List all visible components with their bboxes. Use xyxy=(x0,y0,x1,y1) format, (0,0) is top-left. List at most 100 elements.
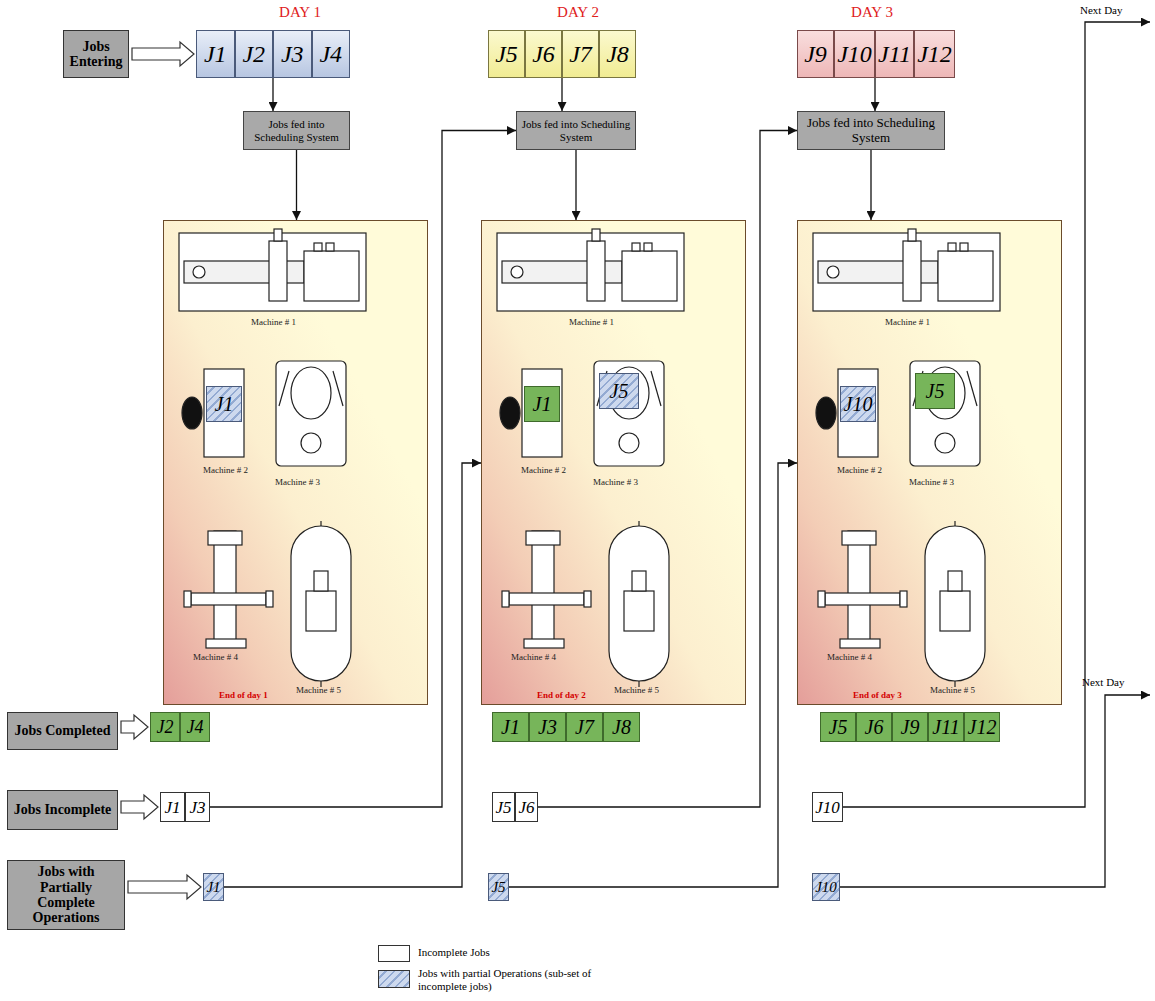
legend-swatch xyxy=(378,970,410,988)
drill-table xyxy=(191,593,266,605)
handwheel xyxy=(500,397,520,429)
flow-arrow xyxy=(870,150,871,220)
lathe-button xyxy=(326,243,334,251)
lathe-chuck xyxy=(827,266,839,278)
drill-column xyxy=(532,531,554,641)
job-label: J5 xyxy=(491,880,505,895)
lathe-body xyxy=(497,233,684,311)
job-cell: J12 xyxy=(914,30,955,78)
machine-window xyxy=(291,367,331,419)
vessel-nozzle xyxy=(320,521,321,526)
machine-dial xyxy=(301,433,321,453)
lathe-button xyxy=(632,243,640,251)
job-label: J4 xyxy=(319,42,342,66)
vessel-block xyxy=(314,571,328,591)
drill-handle xyxy=(502,591,509,607)
factory-floor-panel: End of day 1 J1 xyxy=(163,220,428,705)
machine-arm xyxy=(651,371,661,406)
box-label: Jobs Entering xyxy=(64,39,128,70)
legend-text: Jobs with partial Operations (sub-set of… xyxy=(418,967,603,992)
machine-label: Machine # 2 xyxy=(837,465,882,475)
job-cell: J2 xyxy=(150,712,180,742)
vessel-nozzle xyxy=(638,521,639,526)
job-cell: J12 xyxy=(964,712,1000,742)
lathe-carriage xyxy=(587,241,605,301)
job-cell: J3 xyxy=(529,712,566,742)
drill-base xyxy=(524,639,564,648)
legend-swatch xyxy=(378,945,410,962)
vessel-body xyxy=(291,526,351,681)
vessel-body xyxy=(925,526,985,681)
job-label: J5 xyxy=(829,717,848,737)
box-label: Jobs Incomplete xyxy=(10,802,116,817)
drill-table xyxy=(509,593,584,605)
job-label: J11 xyxy=(932,717,959,737)
legend-text: Incomplete Jobs xyxy=(418,946,603,959)
job-label: J7 xyxy=(569,42,592,66)
flow-arrow xyxy=(874,78,875,111)
job-label: J10 xyxy=(837,42,872,66)
machine-body xyxy=(276,361,346,466)
flow-arrow xyxy=(272,78,273,111)
machine-illustration xyxy=(482,221,747,706)
drill-handle xyxy=(584,591,591,607)
job-cell: J3 xyxy=(185,792,210,822)
scheduler-box: Jobs fed into Scheduling System xyxy=(797,111,945,150)
job-cell: J1 xyxy=(206,386,242,422)
lathe-body xyxy=(813,233,1000,311)
job-cell: J11 xyxy=(875,30,914,78)
flow-arrow xyxy=(575,150,576,220)
machine-arm xyxy=(967,371,977,406)
day-title: DAY 1 xyxy=(279,4,321,21)
job-cell: J1 xyxy=(203,873,224,901)
job-label: J5 xyxy=(495,799,511,816)
hollow-arrow xyxy=(121,795,158,819)
end-of-day-label: End of day 2 xyxy=(537,690,586,700)
job-label: J1 xyxy=(215,394,234,414)
box-label: Jobs fed into Scheduling System xyxy=(798,116,944,146)
drill-handle xyxy=(818,591,825,607)
lathe-carriage xyxy=(269,241,287,301)
job-cell: J3 xyxy=(273,30,312,78)
box-label: Jobs fed into Scheduling System xyxy=(517,118,635,143)
machine-dial xyxy=(935,433,955,453)
lathe-button xyxy=(960,243,968,251)
job-label: J5 xyxy=(610,381,629,401)
job-cell: J4 xyxy=(180,712,210,742)
job-label: J1 xyxy=(204,42,227,66)
drill-column xyxy=(214,531,236,641)
lathe-button xyxy=(644,243,652,251)
job-cell: J5 xyxy=(488,873,509,901)
job-label: J5 xyxy=(926,381,945,401)
job-cell: J8 xyxy=(603,712,640,742)
job-label: J7 xyxy=(575,717,594,737)
lathe-body xyxy=(179,233,366,311)
job-label: J1 xyxy=(206,880,220,895)
job-cell: J11 xyxy=(928,712,964,742)
job-cell: J10 xyxy=(812,792,843,822)
job-label: J6 xyxy=(518,799,534,816)
handwheel xyxy=(816,397,836,429)
vessel-block xyxy=(940,591,970,631)
job-cell: J9 xyxy=(797,30,834,78)
job-label: J1 xyxy=(501,717,520,737)
end-of-day-label: End of day 1 xyxy=(219,690,268,700)
lathe-chuck xyxy=(511,266,523,278)
vessel-block xyxy=(306,591,336,631)
category-box: Jobs Entering xyxy=(63,30,129,78)
machine-illustration xyxy=(798,221,1063,706)
machine-label: Machine # 4 xyxy=(827,652,872,662)
drill-head xyxy=(208,531,242,545)
job-label: J3 xyxy=(538,717,557,737)
hollow-arrow xyxy=(128,875,201,899)
job-cell: J1 xyxy=(196,30,235,78)
job-label: J10 xyxy=(815,799,840,816)
job-label: J9 xyxy=(804,42,827,66)
machine-label: Machine # 2 xyxy=(521,465,566,475)
machine-label: Machine # 1 xyxy=(569,317,614,327)
drill-head xyxy=(842,531,876,545)
day-title: DAY 3 xyxy=(851,4,893,21)
job-label: J2 xyxy=(242,42,265,66)
job-cell: J8 xyxy=(599,30,636,78)
machine-label: Machine # 2 xyxy=(203,465,248,475)
